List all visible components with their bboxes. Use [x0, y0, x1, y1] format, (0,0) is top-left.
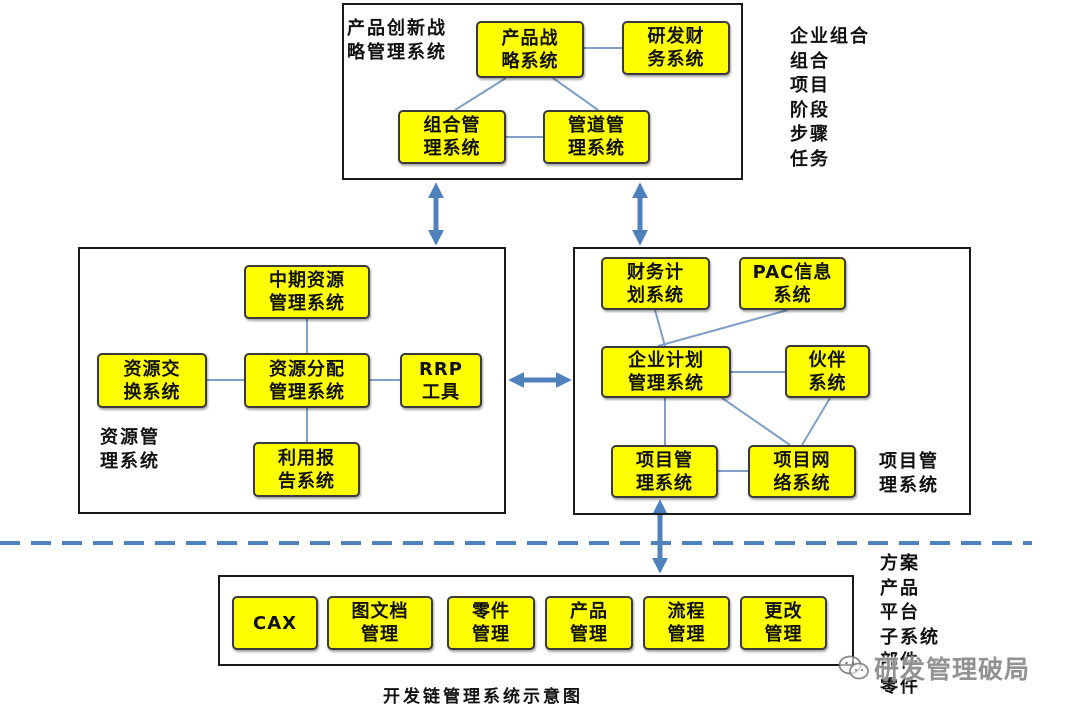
resource-system-label: 资源管 理系统	[100, 427, 160, 472]
level-item: 步骤	[790, 124, 830, 146]
level-item: 子系统	[880, 626, 940, 648]
module-change-management: 更改 管理	[740, 596, 827, 650]
project-network-node: 项目网 络系统	[748, 445, 856, 498]
module-cax: CAX	[232, 596, 318, 650]
pac-info-node: PAC信息 系统	[739, 257, 846, 310]
level-item: 项目	[790, 75, 830, 97]
level-item: 任务	[790, 148, 830, 170]
project-system-label: 项目管 理系统	[879, 451, 939, 496]
resource-system-frame	[78, 247, 506, 514]
diagram-caption: 开发链管理系统示意图	[383, 687, 583, 707]
connector-line	[552, 77, 599, 111]
connector-line	[721, 397, 791, 446]
watermark-text: 研发管理破局	[874, 655, 1031, 684]
level-item: 零件	[880, 675, 920, 697]
project-management-node: 项目管 理系统	[611, 445, 718, 498]
utilization-report-node: 利用报 告系统	[253, 442, 360, 497]
watermark: 研发管理破局	[838, 650, 1030, 686]
rd-finance-node: 研发财 务系统	[622, 21, 730, 75]
project-system-frame	[573, 247, 971, 515]
level-item: 方案	[880, 553, 920, 574]
connector-line	[654, 309, 666, 347]
product-levels-list: 方案 产品 平台 子系统 部件 零件	[880, 552, 940, 700]
module-product-management: 产品 管理	[545, 596, 633, 650]
level-item: 企业组合	[790, 26, 870, 47]
strategy-levels-list: 企业组合 组合 项目 阶段 步骤 任务	[790, 25, 870, 173]
partner-node: 伙伴 系统	[785, 345, 870, 398]
module-document-management: 图文档 管理	[327, 596, 433, 650]
level-item: 产品	[880, 577, 920, 599]
connector-line	[657, 309, 789, 347]
level-item: 平台	[880, 602, 920, 624]
resource-exchange-node: 资源交 换系统	[97, 353, 207, 408]
level-item: 部件	[880, 651, 920, 673]
strategy-system-label: 产品创新战 略管理系统	[347, 18, 447, 63]
midterm-resource-node: 中期资源 管理系统	[244, 265, 370, 319]
rrp-tool-node: RRP 工具	[400, 353, 482, 408]
connector-line	[801, 397, 831, 446]
resource-allocation-node: 资源分配 管理系统	[244, 353, 370, 408]
enterprise-planning-node: 企业计划 管理系统	[601, 346, 731, 398]
product-strategy-node: 产品战 略系统	[476, 21, 584, 78]
product-data-system-frame	[218, 575, 854, 666]
connector-line	[454, 77, 507, 111]
level-item: 阶段	[790, 99, 830, 121]
module-process-management: 流程 管理	[643, 596, 730, 650]
module-part-management: 零件 管理	[447, 596, 535, 650]
financial-planning-node: 财务计 划系统	[601, 257, 710, 310]
portfolio-management-node: 组合管 理系统	[398, 110, 506, 164]
level-item: 组合	[790, 50, 830, 72]
wechat-icon	[838, 655, 869, 680]
pipeline-management-node: 管道管 理系统	[543, 110, 650, 164]
strategy-system-frame	[342, 3, 743, 180]
